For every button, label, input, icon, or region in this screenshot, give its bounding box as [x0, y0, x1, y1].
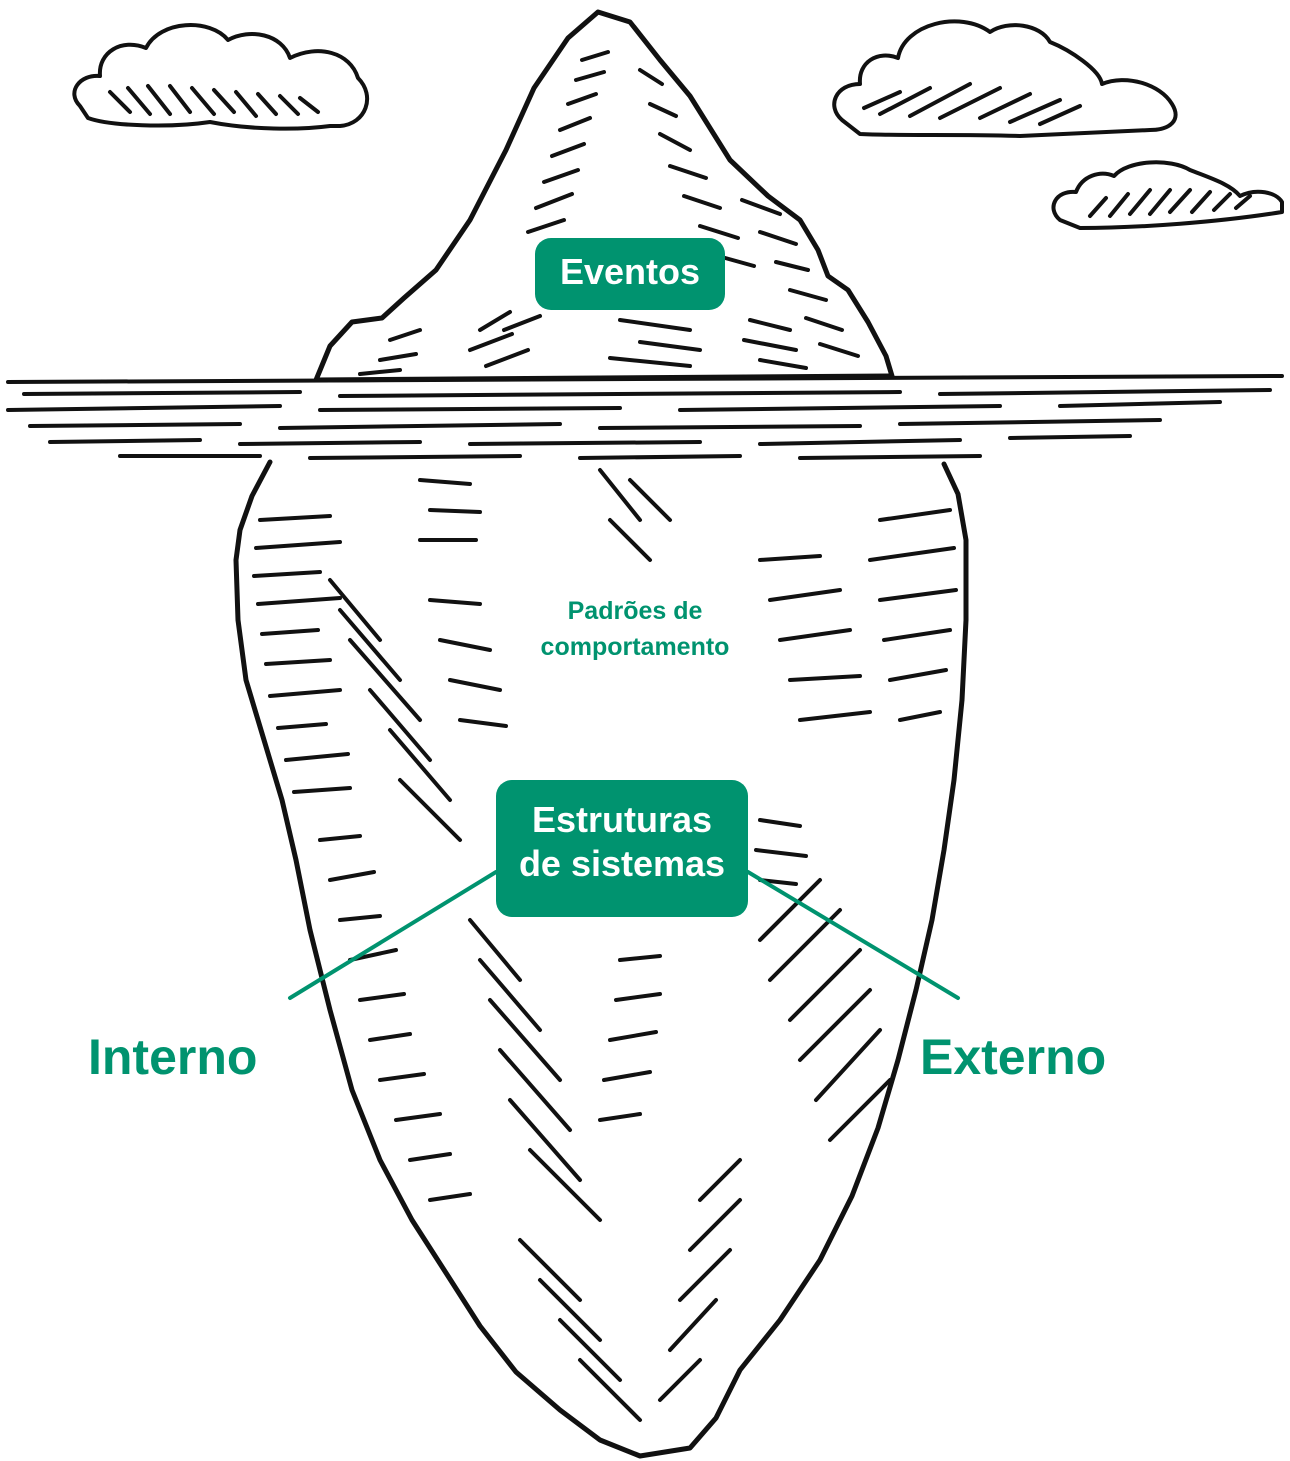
- padroes-line1: Padrões de: [500, 593, 770, 629]
- water-lines: [8, 376, 1282, 458]
- estruturas-line2: de sistemas: [496, 842, 748, 886]
- iceberg-tip: [316, 12, 892, 380]
- padroes-line2: comportamento: [500, 629, 770, 665]
- eventos-label: Eventos: [560, 251, 700, 292]
- cloud-left: [74, 25, 367, 129]
- badge-eventos: Eventos: [535, 238, 725, 310]
- padroes-label: Padrões de comportamento: [500, 593, 770, 665]
- cloud-small: [1053, 162, 1282, 228]
- badge-estruturas: Estruturas de sistemas: [496, 780, 748, 917]
- connector-interno: [290, 872, 496, 998]
- externo-label: Externo: [920, 1027, 1106, 1087]
- interno-label: Interno: [88, 1027, 257, 1087]
- estruturas-line1: Estruturas: [496, 798, 748, 842]
- cloud-right: [834, 21, 1175, 136]
